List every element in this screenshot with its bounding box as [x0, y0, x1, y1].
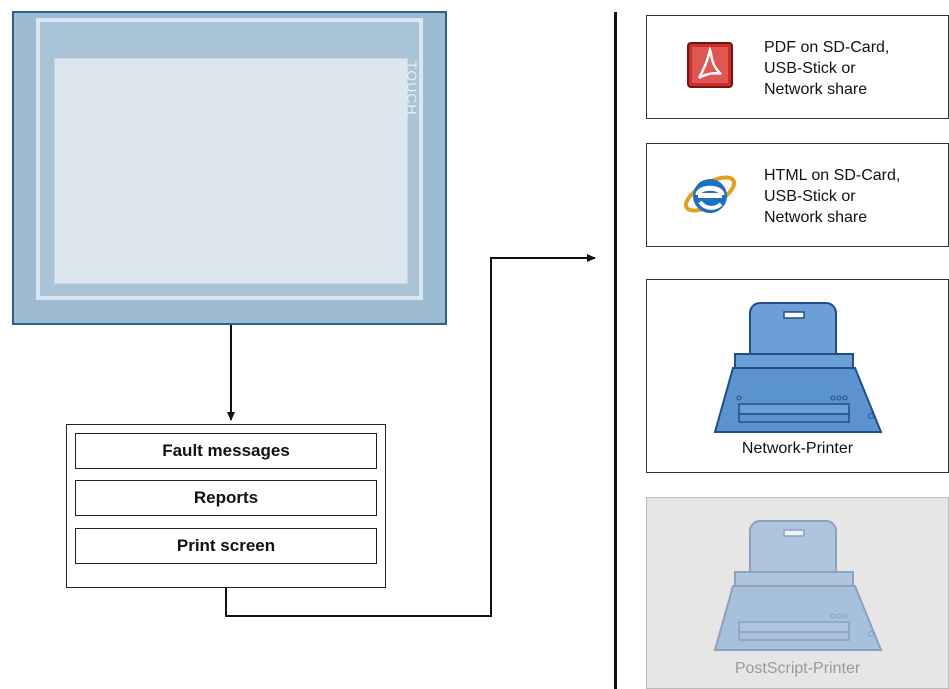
pdf-icon — [687, 42, 733, 88]
vertical-separator — [614, 12, 617, 689]
printer-icon — [713, 520, 883, 651]
internet-explorer-icon — [683, 175, 737, 213]
pdf-line-3: Network share — [764, 81, 868, 98]
source-fault-messages: Fault messages — [75, 433, 377, 469]
hmi-brand-label: TOUCH — [404, 61, 420, 116]
print-sources-box: Fault messages Reports Print screen — [66, 424, 386, 588]
html-line-3: Network share — [764, 209, 868, 226]
html-line-2: USB-Stick or — [764, 188, 856, 205]
output-postscript-printer-card: PostScript-Printer — [646, 497, 949, 689]
hmi-display-screen — [54, 58, 408, 284]
sources-to-outputs-arrow — [225, 254, 596, 617]
html-line-1: HTML on SD-Card, — [764, 167, 901, 184]
output-network-printer-card: Network-Printer — [646, 279, 949, 473]
pdf-line-1: PDF on SD-Card, — [764, 39, 890, 56]
network-printer-label: Network-Printer — [741, 440, 854, 457]
source-reports: Reports — [75, 480, 377, 516]
postscript-printer-label: PostScript-Printer — [734, 660, 861, 677]
printer-icon — [713, 302, 883, 433]
pdf-line-2: USB-Stick or — [764, 60, 856, 77]
output-html-card: HTML on SD-Card, USB-Stick or Network sh… — [646, 143, 949, 247]
hmi-touch-panel: TOUCH — [12, 11, 447, 325]
source-print-screen: Print screen — [75, 528, 377, 564]
output-pdf-card: PDF on SD-Card, USB-Stick or Network sha… — [646, 15, 949, 119]
